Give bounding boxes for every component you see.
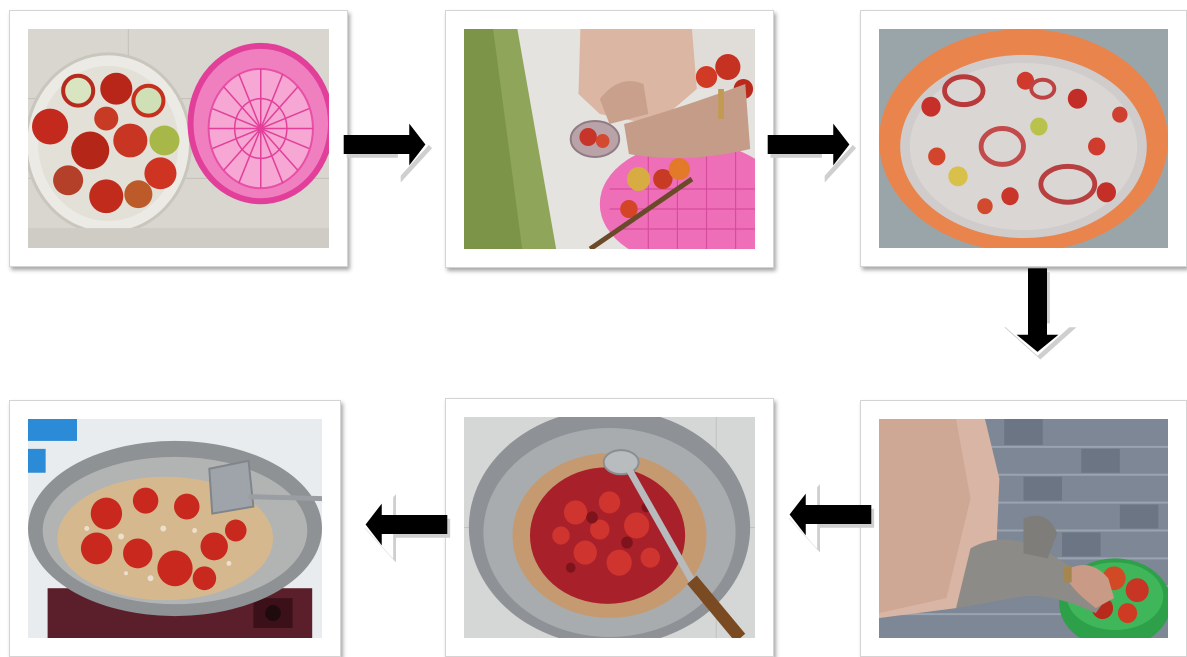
step-1-photo-frame xyxy=(9,10,348,267)
flow-arrow-left-2 xyxy=(358,477,453,572)
flow-arrow-right-2 xyxy=(762,97,857,192)
step-6-photo xyxy=(28,419,322,638)
flow-arrow-left-1 xyxy=(782,467,877,562)
step-6-photo-frame xyxy=(9,400,341,657)
step-4-photo-frame xyxy=(860,400,1187,657)
step-2-photo-frame xyxy=(445,10,774,268)
step-4-photo xyxy=(879,419,1168,638)
step-5-photo xyxy=(464,417,755,638)
flow-arrow-right-1 xyxy=(338,97,433,192)
step-3-photo-frame xyxy=(860,10,1187,267)
flow-arrow-down xyxy=(990,262,1085,362)
step-5-photo-frame xyxy=(445,398,774,657)
step-1-photo xyxy=(28,29,329,248)
step-2-photo xyxy=(464,29,755,249)
step-3-photo xyxy=(879,29,1168,248)
